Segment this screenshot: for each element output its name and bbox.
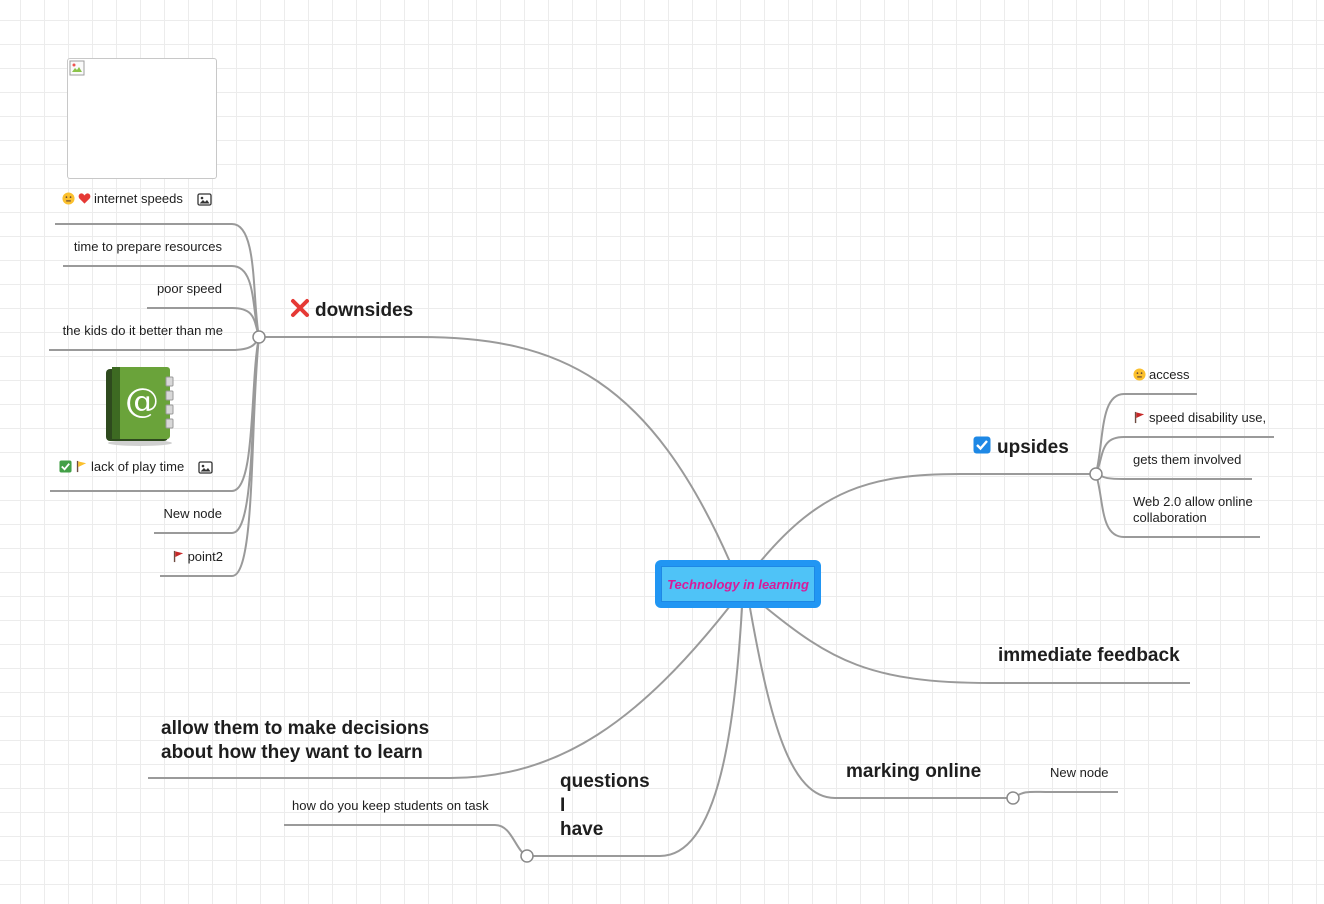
new-node-left-label: New node (163, 506, 222, 521)
broken-image-placeholder (67, 58, 217, 179)
link-keep-on-task (284, 824, 528, 857)
upsides-label: upsides (997, 437, 1069, 458)
link-web20 (1095, 473, 1260, 538)
marking-new-node-label: New node (1050, 765, 1109, 780)
kids-better-node[interactable]: the kids do it better than me (63, 323, 223, 338)
gets-involved-node[interactable]: gets them involved (1133, 452, 1241, 467)
yellow-flag-icon (76, 460, 87, 473)
downsides-node[interactable]: downsides (290, 298, 413, 322)
allow-decisions-node[interactable]: allow them to make decisions about how t… (161, 717, 429, 765)
collapse-toggle-questions[interactable] (520, 849, 534, 863)
internet-speeds-node[interactable]: internet speeds (62, 191, 212, 206)
access-node[interactable]: access (1133, 367, 1189, 382)
green-check-icon (59, 460, 72, 473)
poor-speed-label: poor speed (156, 281, 222, 296)
link-marking-online (749, 607, 1013, 799)
point2-label: point2 (187, 549, 223, 564)
immediate-feedback-label: immediate feedback (998, 645, 1180, 666)
collapse-toggle-upsides[interactable] (1089, 467, 1103, 481)
address-book-icon: @ (106, 367, 174, 446)
questions-line1: questions (560, 771, 650, 792)
link-marking-new-node (1012, 790, 1118, 799)
access-label: access (1149, 367, 1190, 382)
allow-decisions-line2: about how they want to learn (161, 742, 423, 763)
link-upsides (759, 473, 1096, 563)
speed-disability-label: speed disability use, (1149, 410, 1267, 425)
kids-better-label: the kids do it better than me (62, 323, 223, 338)
link-immediate-feedback (763, 605, 1190, 684)
questions-line2: I (560, 795, 566, 816)
red-flag-icon (1134, 411, 1145, 424)
lack-of-play-label: lack of play time (91, 459, 185, 474)
questions-line3: have (560, 819, 604, 840)
marking-online-label: marking online (846, 761, 982, 782)
new-node-left[interactable]: New node (163, 506, 222, 521)
blue-checkbox-icon (973, 436, 991, 454)
web20-label-line2: collaboration (1133, 510, 1207, 525)
keep-on-task-label: how do you keep students on task (292, 798, 489, 813)
link-questions (527, 607, 743, 857)
neutral-face-icon (62, 192, 75, 205)
central-topic[interactable]: Technology in learning (655, 560, 821, 608)
questions-node[interactable]: questions I have (560, 770, 650, 842)
link-gets-involved (1095, 473, 1252, 480)
speed-disability-node[interactable]: speed disability use, (1133, 410, 1266, 425)
downsides-label: downsides (315, 300, 414, 321)
allow-decisions-line1: allow them to make decisions (161, 718, 430, 739)
time-to-prepare-node[interactable]: time to prepare resources (74, 239, 222, 254)
marking-online-node[interactable]: marking online (846, 761, 981, 783)
broken-image-icon (69, 60, 85, 76)
image-attachment-icon[interactable] (198, 461, 213, 474)
internet-speeds-label: internet speeds (94, 191, 183, 206)
time-to-prepare-label: time to prepare resources (73, 239, 222, 254)
heart-icon (78, 193, 91, 204)
central-topic-label: Technology in learning (661, 566, 815, 602)
upsides-node[interactable]: upsides (973, 436, 1069, 459)
neutral-face-icon (1133, 368, 1146, 381)
collapse-toggle-marking-online[interactable] (1006, 791, 1020, 805)
collapse-toggle-downsides[interactable] (252, 330, 266, 344)
poor-speed-node[interactable]: poor speed (157, 281, 222, 296)
gets-involved-label: gets them involved (1133, 452, 1242, 467)
link-allow-decisions (148, 605, 731, 779)
lack-of-play-node[interactable]: lack of play time (59, 459, 213, 474)
point2-node[interactable]: point2 (172, 549, 223, 564)
red-cross-icon (291, 299, 309, 317)
red-flag-icon (173, 550, 183, 563)
web20-label-line1: Web 2.0 allow online (1133, 494, 1253, 509)
link-kids-better (49, 336, 260, 351)
link-point2 (160, 336, 260, 577)
link-downsides (259, 336, 731, 563)
keep-on-task-node[interactable]: how do you keep students on task (292, 798, 489, 813)
image-attachment-icon[interactable] (196, 193, 212, 206)
marking-new-node[interactable]: New node (1050, 765, 1109, 780)
link-access (1095, 393, 1197, 475)
immediate-feedback-node[interactable]: immediate feedback (998, 645, 1180, 667)
svg-text:@: @ (125, 381, 159, 421)
web20-node[interactable]: Web 2.0 allow online collaboration (1133, 494, 1253, 526)
